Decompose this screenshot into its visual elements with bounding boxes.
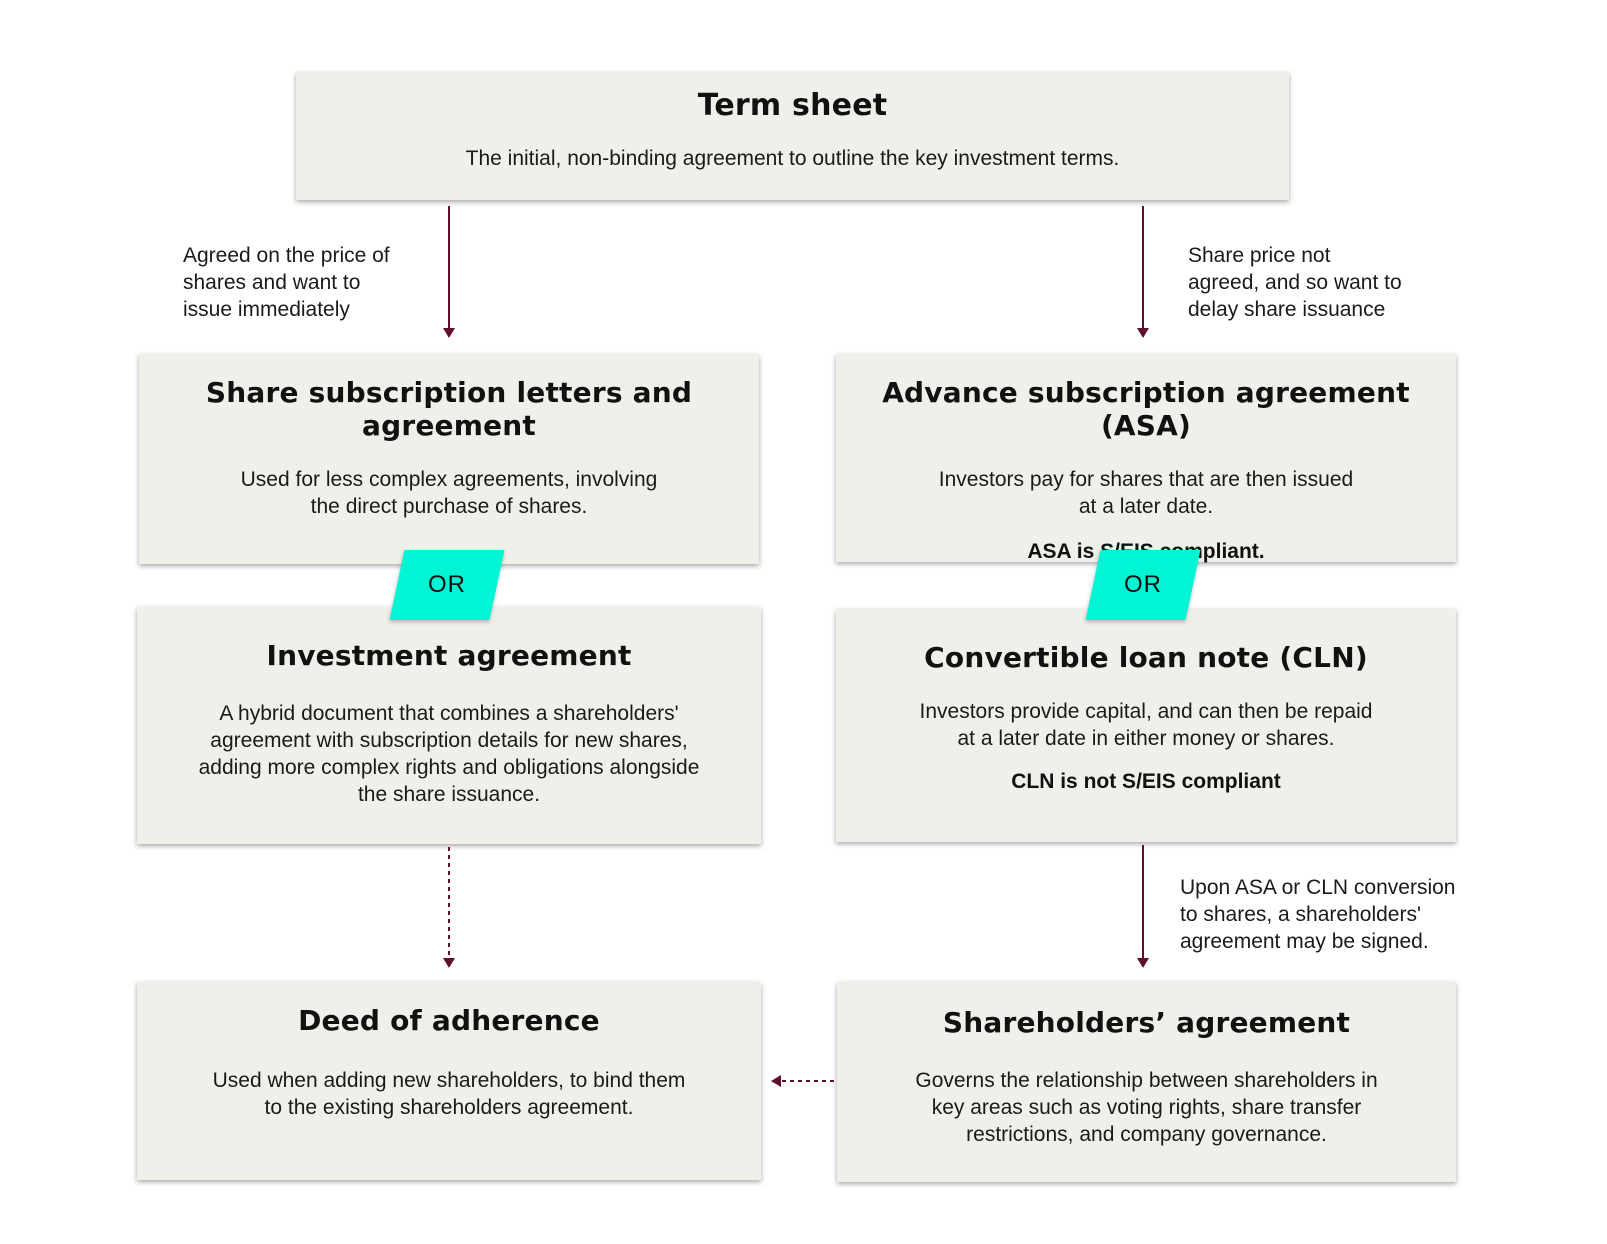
investment-agreement-box: Investment agreement A hybrid document t… xyxy=(137,607,761,844)
desc-line: adding more complex rights and obligatio… xyxy=(198,756,700,779)
deed-of-adherence-desc: Used when adding new shareholders, to bi… xyxy=(137,1067,761,1121)
deed-of-adherence-title: Deed of adherence xyxy=(298,1004,600,1037)
shareholders-agreement-desc: Governs the relationship between shareho… xyxy=(837,1067,1456,1148)
or-badge-left: OR xyxy=(389,550,505,620)
desc-line: at a later date. xyxy=(1078,495,1214,518)
or-label: OR xyxy=(1124,571,1162,598)
edge-label-line: Upon ASA or CLN conversion xyxy=(1180,876,1456,899)
share-subscription-desc: Used for less complex agreements, involv… xyxy=(139,466,759,520)
desc-line: Investors provide capital, and can then … xyxy=(919,700,1373,723)
edge-label-line: to shares, a shareholders' xyxy=(1180,903,1421,926)
desc-line: Used for less complex agreements, involv… xyxy=(240,468,658,491)
cln-title: Convertible loan note (CLN) xyxy=(924,641,1368,674)
desc-line: Used when adding new shareholders, to bi… xyxy=(212,1069,686,1092)
shareholders-agreement-box: Shareholders’ agreement Governs the rela… xyxy=(837,982,1456,1182)
desc-line: A hybrid document that combines a shareh… xyxy=(219,702,679,725)
desc-line: Investors pay for shares that are then i… xyxy=(938,468,1354,491)
desc-line: agreement with subscription details for … xyxy=(210,729,688,752)
asa-title: Advance subscription agreement (ASA) xyxy=(882,376,1410,442)
desc-line: to the existing shareholders agreement. xyxy=(264,1096,634,1119)
shareholders-agreement-title: Shareholders’ agreement xyxy=(942,1006,1351,1039)
desc-line: the share issuance. xyxy=(357,783,541,806)
edge-label-line: agreed, and so want to xyxy=(1188,271,1402,294)
asa-box: Advance subscription agreement (ASA) Inv… xyxy=(836,354,1456,563)
edge-label-line: issue immediately xyxy=(183,298,350,321)
investment-agreement-desc: A hybrid document that combines a shareh… xyxy=(137,700,761,808)
share-subscription-title: Share subscription letters and agreement xyxy=(205,376,693,442)
term-sheet-title: Term sheet xyxy=(697,88,888,123)
term-sheet-box: Term sheet The initial, non-binding agre… xyxy=(296,72,1289,200)
term-sheet-desc: The initial, non-binding agreement to ou… xyxy=(465,147,1120,170)
or-badge-right: OR xyxy=(1085,550,1201,620)
desc-line: Governs the relationship between shareho… xyxy=(915,1069,1378,1092)
cln-compliance-note: CLN is not S/EIS compliant xyxy=(1011,770,1281,793)
edge-label-line: agreement may be signed. xyxy=(1180,930,1429,953)
desc-line: at a later date in either money or share… xyxy=(957,727,1335,750)
desc-line: the direct purchase of shares. xyxy=(310,495,588,518)
edge-label-conversion: Upon ASA or CLN conversion to shares, a … xyxy=(1180,874,1455,955)
deed-of-adherence-box: Deed of adherence Used when adding new s… xyxy=(137,982,761,1180)
cln-desc: Investors provide capital, and can then … xyxy=(836,698,1456,752)
investment-agreement-title: Investment agreement xyxy=(266,639,632,672)
asa-desc: Investors pay for shares that are then i… xyxy=(836,466,1456,520)
share-subscription-box: Share subscription letters and agreement… xyxy=(139,354,759,564)
desc-line: restrictions, and company governance. xyxy=(966,1123,1327,1146)
edge-label-line: shares and want to xyxy=(183,271,361,294)
desc-line: key areas such as voting rights, share t… xyxy=(931,1096,1362,1119)
cln-box: Convertible loan note (CLN) Investors pr… xyxy=(836,609,1456,842)
edge-label-line: delay share issuance xyxy=(1188,298,1386,321)
or-label: OR xyxy=(428,571,466,598)
edge-label-line: Share price not xyxy=(1188,244,1331,267)
edge-label-line: Agreed on the price of xyxy=(183,244,390,267)
edge-label-price-not-agreed: Share price not agreed, and so want to d… xyxy=(1188,242,1402,323)
edge-label-price-agreed: Agreed on the price of shares and want t… xyxy=(183,242,390,323)
